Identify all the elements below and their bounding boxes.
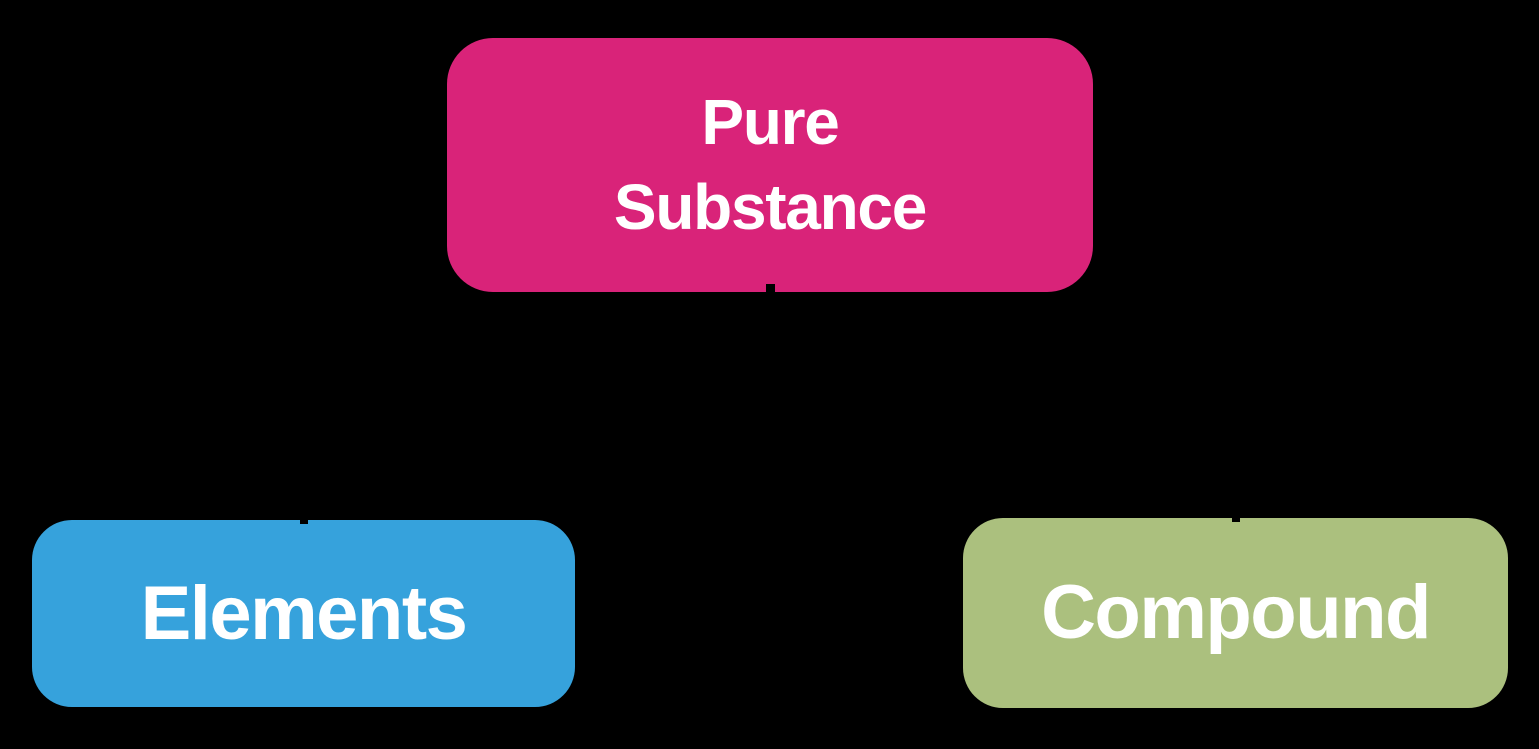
connector-stem-line	[766, 284, 775, 424]
node-elements-label: Elements	[140, 570, 468, 656]
node-pure-substance: Pure Substance	[447, 38, 1093, 292]
node-compound-label: Compound	[1041, 570, 1431, 655]
node-pure-substance-label-line2: Substance	[613, 171, 927, 243]
node-elements: Elements	[32, 520, 575, 707]
connector-drop-left-line	[300, 416, 308, 524]
node-pure-substance-label-line1: Pure	[701, 86, 839, 158]
connector-cross-line	[300, 416, 1240, 424]
connector-drop-right-line	[1232, 416, 1240, 522]
node-compound: Compound	[963, 518, 1508, 708]
